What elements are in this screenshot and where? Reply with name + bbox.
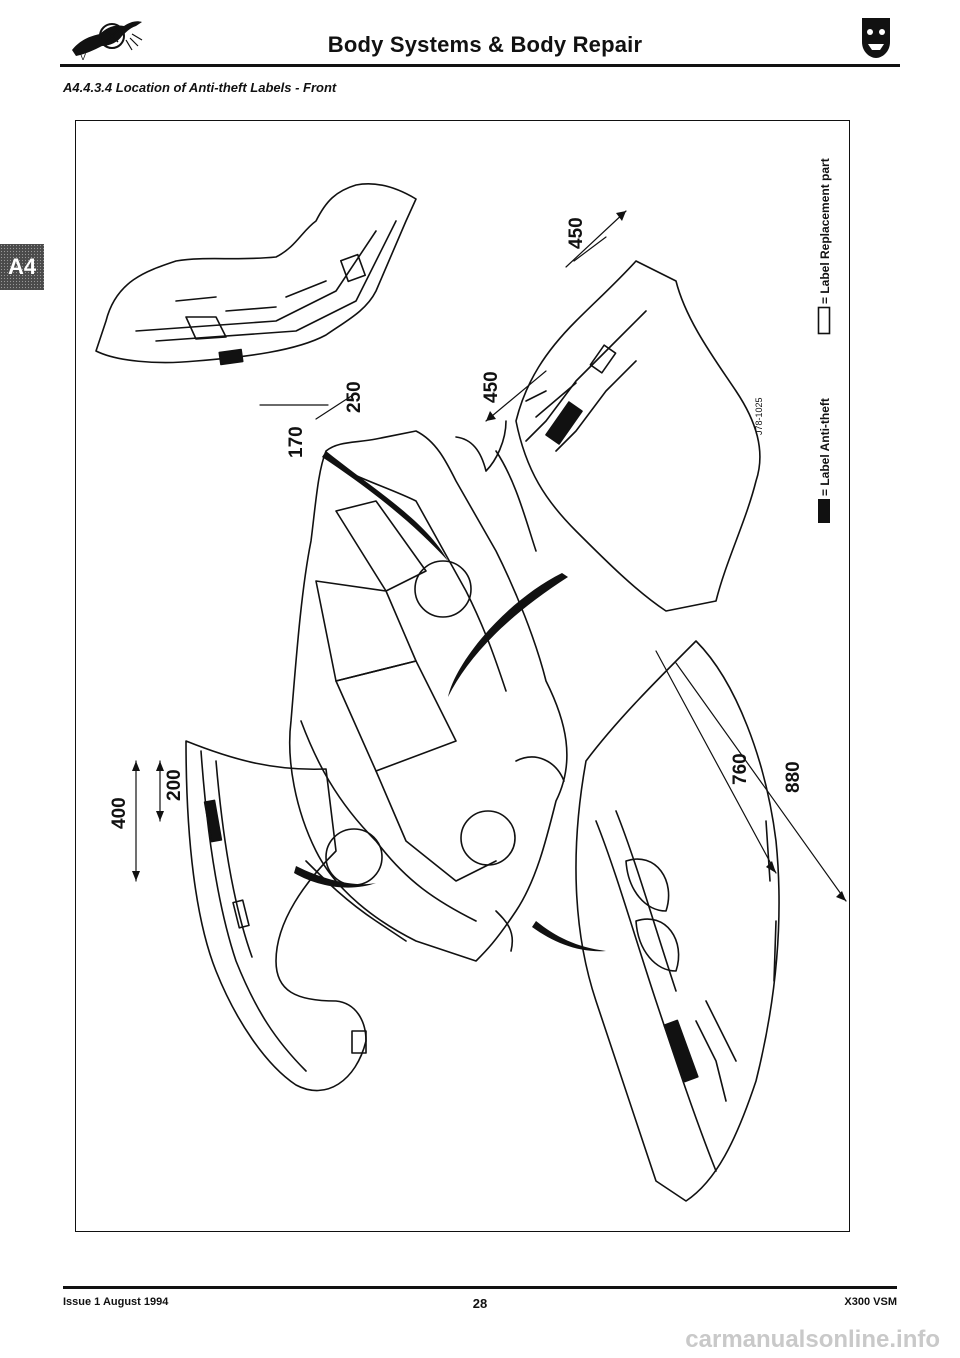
header-rule: [60, 64, 900, 67]
legend-replacement-label: = Label Replacement part: [818, 158, 832, 304]
dimension-wing-200: 200: [164, 769, 185, 801]
dimension-door-250: 250: [344, 381, 365, 413]
footer-manual-code: X300 VSM: [844, 1296, 897, 1308]
dimension-bumper-880: 880: [783, 761, 804, 793]
section-title: A4.4.3.4 Location of Anti-theft Labels -…: [63, 80, 337, 95]
footer-rule: [63, 1286, 897, 1289]
chapter-tab-background: [0, 244, 44, 290]
dimension-arrowheads: [132, 211, 846, 901]
front-wing-drawing: [185, 740, 367, 1092]
footer-issue: Issue 1 August 1994: [63, 1296, 169, 1308]
legend-anti-theft-label: = Label Anti-theft: [818, 398, 832, 496]
front-bumper-drawing: [575, 640, 780, 1202]
car-body-drawing: [288, 420, 568, 962]
leader-swooshes: [294, 451, 606, 952]
dimension-wing-400: 400: [109, 797, 130, 829]
page-header-title: Body Systems & Body Repair: [327, 32, 643, 57]
jaguar-growler-badge-icon: [862, 18, 890, 58]
watermark: carmanualsonline.info: [685, 1326, 940, 1353]
dimension-bonnet-upper: 450: [566, 217, 587, 249]
chapter-tab-a4: A4: [0, 244, 44, 290]
front-body-diagram: [95, 182, 847, 1202]
dimension-bonnet-lower: 450: [481, 371, 502, 403]
door-sill-drawing: [95, 182, 417, 366]
parts-location-figure: 450 450 250 170 200 400 760 880 J78-1025: [75, 120, 850, 1232]
dimension-bumper-760: 760: [730, 753, 751, 785]
footer-page-number: 28: [472, 1296, 488, 1311]
figure-reference: J78-1025: [754, 397, 764, 435]
bonnet-drawing: [515, 260, 761, 612]
dimension-door-170: 170: [286, 426, 307, 458]
dimension-lines: [135, 210, 847, 902]
legend: = Label Anti-theft = Label Replacement p…: [805, 128, 845, 528]
jaguar-leaping-cat-icon: V: [72, 21, 143, 62]
svg-text:V: V: [80, 52, 86, 62]
legend-anti-theft-swatch: [818, 499, 830, 523]
chapter-tab-label: A4: [7, 254, 37, 279]
legend-replacement-swatch: [817, 306, 831, 335]
